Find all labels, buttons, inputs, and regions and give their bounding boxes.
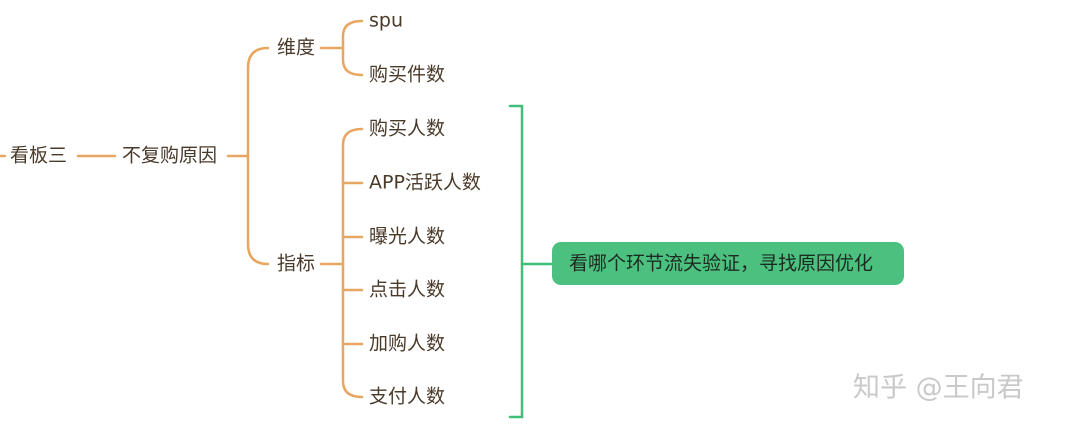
dimension-node: 维度 xyxy=(277,37,315,59)
summary-bracket-shape xyxy=(508,104,524,419)
metric-item-clicks: 点击人数 xyxy=(369,279,445,301)
dimension-spine xyxy=(341,19,364,77)
metric-item-add-to-cart: 加购人数 xyxy=(369,333,445,355)
metric-item-buyers: 购买人数 xyxy=(369,118,445,140)
callout-box xyxy=(552,242,904,285)
callout-text: 看哪个环节流失验证，寻找原因优化 xyxy=(569,253,873,275)
metric-item-payment: 支付人数 xyxy=(369,386,445,408)
branch-connectors xyxy=(0,19,364,399)
dimension-item-quantity: 购买件数 xyxy=(369,64,445,86)
summary-bracket xyxy=(508,104,554,419)
metric-node: 指标 xyxy=(277,253,315,275)
metric-spine xyxy=(341,127,364,399)
metric-item-exposure: 曝光人数 xyxy=(369,226,445,248)
root-node: 看板三 xyxy=(10,145,67,167)
level1-spine xyxy=(246,46,270,266)
metric-item-app-active: APP活跃人数 xyxy=(369,172,481,194)
dimension-item-spu: spu xyxy=(369,10,403,32)
reason-node: 不复购原因 xyxy=(122,145,217,167)
watermark: 知乎 @王向君 xyxy=(853,373,1024,404)
